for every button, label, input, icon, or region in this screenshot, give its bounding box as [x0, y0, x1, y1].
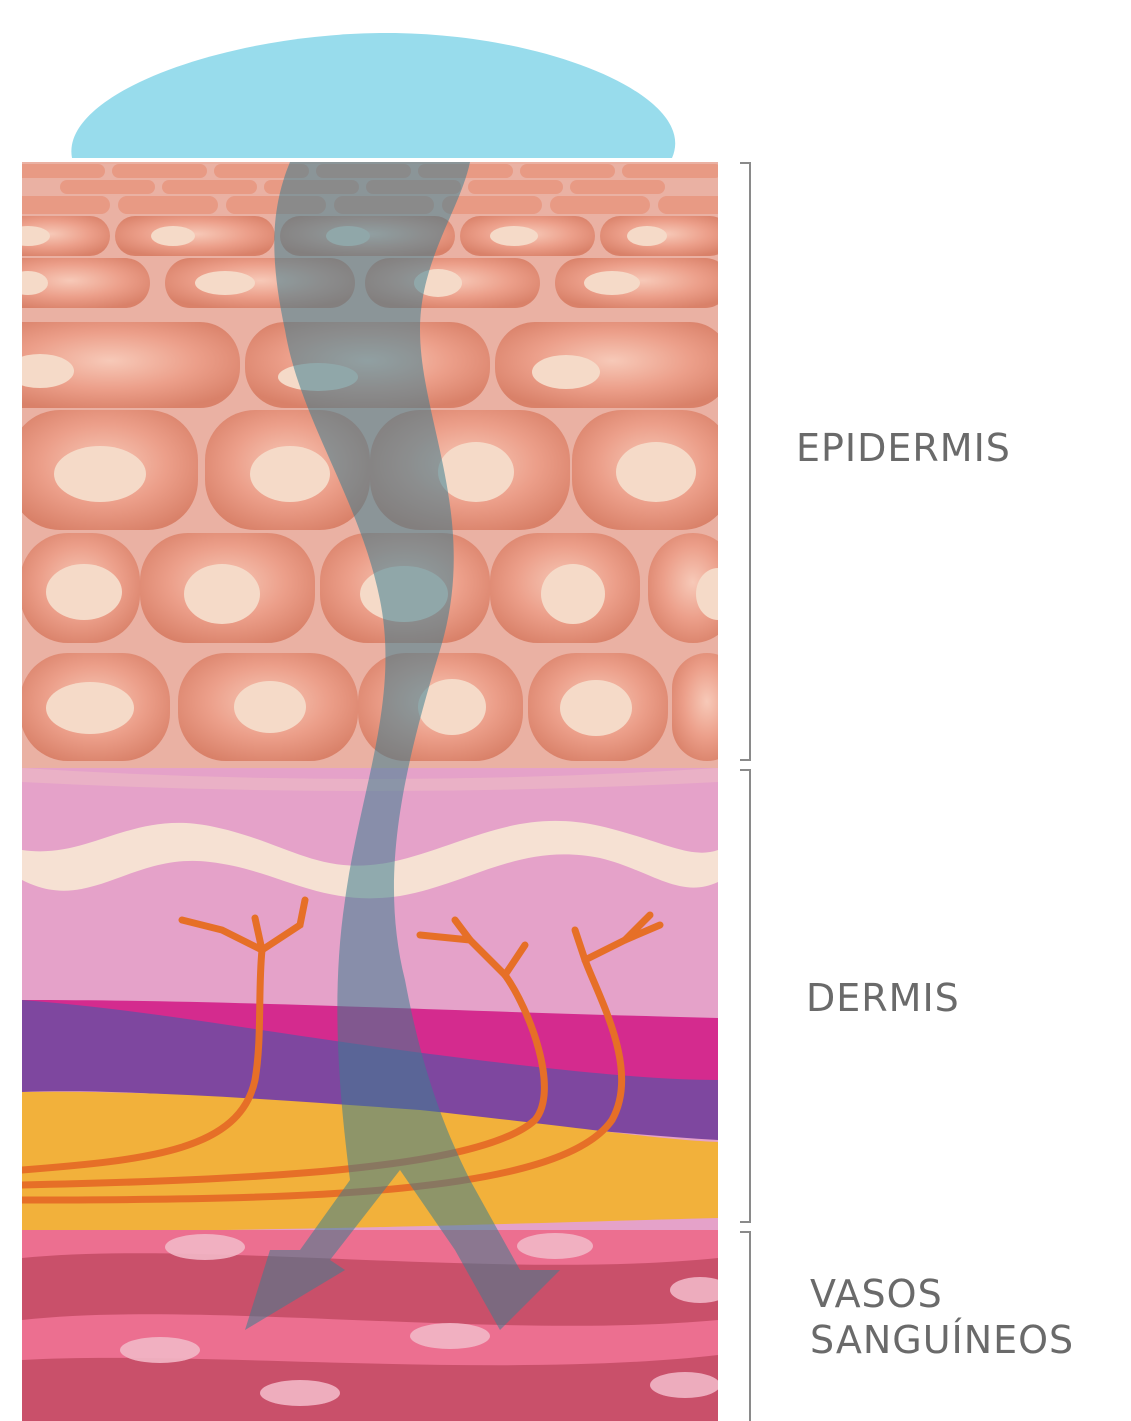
vessels-bracket: [740, 1232, 750, 1421]
product-drop: [71, 33, 675, 158]
label-sanguineos: SANGUÍNEOS: [810, 1318, 1074, 1362]
label-dermis: DERMIS: [806, 976, 960, 1020]
vessel-dark-band-2: [22, 1355, 718, 1421]
label-epidermis: EPIDERMIS: [796, 426, 1011, 470]
epidermis-bracket: [740, 163, 750, 760]
label-vasos: VASOS: [810, 1272, 943, 1316]
dermis-bracket: [740, 770, 750, 1222]
